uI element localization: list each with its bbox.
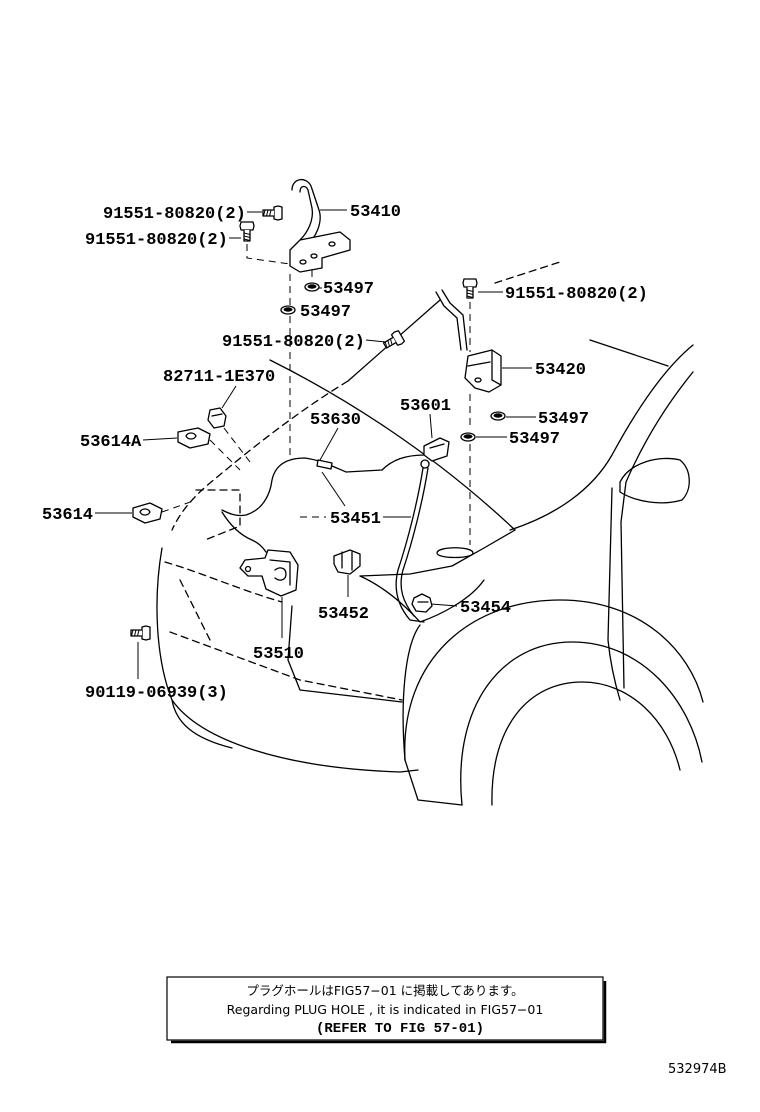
front-corner <box>402 624 421 761</box>
cushion-rh-upper <box>490 411 506 421</box>
hood-lock-body <box>239 549 299 597</box>
roof-line <box>494 261 561 284</box>
note-box-frame <box>166 976 604 1041</box>
label-rod-bracket: 53452 <box>318 605 369 624</box>
windshield-lower-line <box>589 339 669 367</box>
leader-rod-holder <box>430 603 458 607</box>
hood-lock-detail <box>269 559 291 586</box>
callout-labels: 91551-80820(2) 53410 91551-80820(2) 5349… <box>42 203 648 703</box>
door-line <box>607 487 621 701</box>
bumper-lower-lip <box>171 699 233 749</box>
label-lock-bolt: 90119-06939(3) <box>85 684 228 703</box>
label-lever: 53601 <box>400 397 451 416</box>
label-hinge-bolt-mid: 91551-80820(2) <box>222 333 365 352</box>
cable-sleeve <box>316 459 333 470</box>
tire-base <box>404 759 463 806</box>
support-rod-top <box>420 459 430 469</box>
strut-tower <box>436 547 474 559</box>
body-side-line <box>620 371 694 689</box>
label-cushion-lh-lower: 53497 <box>300 303 351 322</box>
note-line-jp: プラグホールはFIG57−01 に掲載してあります。 <box>246 983 523 998</box>
release-cable-lock-end <box>221 511 267 553</box>
cushion-lh-lower <box>280 305 296 315</box>
headlamp-lh <box>195 489 241 541</box>
cushion-rh-lower <box>460 432 476 442</box>
hinge-rh-plate <box>464 349 502 393</box>
label-lock: 53510 <box>253 645 304 664</box>
label-hinge-rh: 53420 <box>535 361 586 380</box>
note-box: プラグホールはFIG57−01 に掲載してあります。 Regarding PLU… <box>166 976 607 1044</box>
fender-top-line <box>359 529 516 577</box>
hood-support-rod-inner <box>400 467 429 617</box>
label-cushion-lh-upper: 53497 <box>323 280 374 299</box>
label-hinge-bolt-upper: 91551-80820(2) <box>103 205 246 224</box>
hinge-rh-detail <box>467 349 502 386</box>
side-mirror <box>619 457 690 504</box>
grille-lower <box>169 631 403 701</box>
label-hinge-bolt-lower: 91551-80820(2) <box>85 231 228 250</box>
clamp-53614a <box>177 427 211 449</box>
wheel-arch <box>404 599 704 761</box>
hood-stay-arm-inner <box>441 289 468 351</box>
label-support-rod: 53451 <box>330 510 381 529</box>
leader-cable <box>319 427 339 461</box>
hinge-lh-arm <box>291 179 321 247</box>
hinge-lh-dashed-guide <box>246 244 313 455</box>
grille-side <box>287 605 403 703</box>
hood-front-line <box>171 380 349 531</box>
label-cable: 53630 <box>310 411 361 430</box>
rod-bracket-53452 <box>333 549 361 575</box>
tire-outer <box>460 641 703 806</box>
cushion-lh-upper <box>304 282 320 292</box>
label-clip: 82711-1E370 <box>163 368 275 387</box>
leader-lever <box>429 413 433 439</box>
label-hinge-bolt-rh: 91551-80820(2) <box>505 285 648 304</box>
lock-bolt <box>130 625 151 641</box>
leader-support-rod <box>321 471 411 518</box>
hood-hinge-lh <box>289 179 351 273</box>
release-cable <box>221 454 426 517</box>
hinge-lh-arm-inner <box>299 185 314 241</box>
bumper-mid-line <box>179 579 211 641</box>
tire-inner <box>491 681 681 806</box>
hinge-bolt-lower <box>239 221 255 242</box>
clip-82711 <box>207 407 227 429</box>
car-body <box>156 261 704 806</box>
leader-clip <box>221 385 237 409</box>
hood-rear-line <box>269 359 516 531</box>
hinge-bolt-rh <box>462 278 478 299</box>
hinge-bolt-upper <box>262 205 283 221</box>
hood-lock-hole <box>244 565 252 573</box>
note-line-ref: (REFER TO FIG 57-01) <box>316 1021 484 1037</box>
label-rod-holder: 53454 <box>460 599 511 618</box>
rod-holder-53454 <box>411 593 433 613</box>
figure-code: 532974B <box>668 1062 727 1077</box>
hinge-lh-plate <box>289 231 351 273</box>
label-cushion-rh-lower: 53497 <box>509 430 560 449</box>
label-cushion-rh-upper: 53497 <box>538 410 589 429</box>
leader-clamp-a <box>142 437 178 441</box>
label-clamp-a: 53614A <box>80 433 142 452</box>
a-pillar <box>509 344 694 531</box>
leader-hinge-bolt-mid <box>365 339 387 343</box>
hinge-lh-hole <box>328 241 336 247</box>
clamp-53614 <box>132 502 163 524</box>
label-hinge-lh: 53410 <box>350 203 401 222</box>
control-lever <box>423 437 450 462</box>
label-clamp: 53614 <box>42 506 93 525</box>
hood-stay-arm <box>435 291 462 351</box>
note-box-shadow <box>171 981 607 1044</box>
hinge-lh-hole <box>310 253 318 259</box>
leader-lines <box>95 209 536 679</box>
clamp-dashed-guide <box>161 427 251 513</box>
hinge-rh-hole <box>474 377 482 383</box>
grille-upper <box>164 561 283 603</box>
hood-lock <box>239 549 299 597</box>
front-bumper <box>156 547 419 773</box>
hood-support-rod <box>395 467 425 623</box>
hinge-lh-hole <box>299 259 307 265</box>
hood-hinge-rh <box>435 289 502 393</box>
note-line-en: Regarding PLUG HOLE , it is indicated in… <box>227 1002 544 1017</box>
